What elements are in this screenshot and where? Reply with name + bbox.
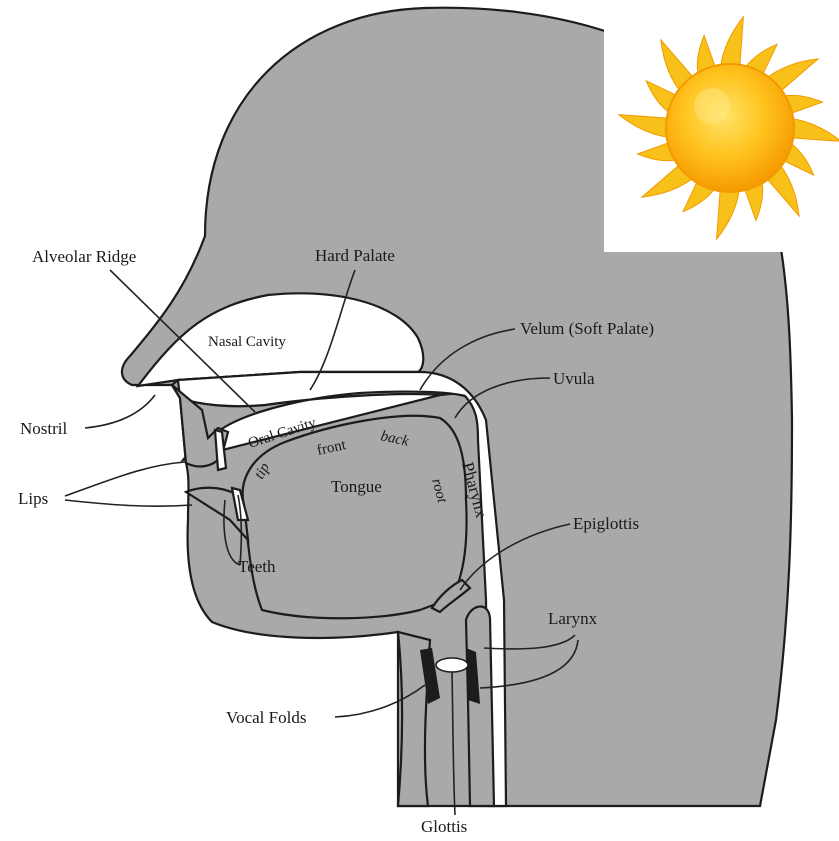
label-teeth: Teeth xyxy=(238,557,276,576)
leader-lips-lower xyxy=(65,500,192,506)
label-alveolar-ridge: Alveolar Ridge xyxy=(32,247,136,266)
label-uvula: Uvula xyxy=(553,369,595,388)
label-nasal-cavity: Nasal Cavity xyxy=(208,334,286,350)
label-tongue: Tongue xyxy=(331,477,382,496)
label-nostril: Nostril xyxy=(20,419,68,438)
label-epiglottis: Epiglottis xyxy=(573,514,639,533)
sun-icon xyxy=(604,0,839,252)
label-hard-palate: Hard Palate xyxy=(315,246,395,265)
label-velum: Velum (Soft Palate) xyxy=(520,319,654,338)
leader-nostril xyxy=(85,395,155,428)
sun-core xyxy=(666,64,794,192)
larynx-shape xyxy=(466,606,494,806)
sun-highlight xyxy=(694,88,730,124)
tongue-shape xyxy=(243,416,467,618)
label-lips: Lips xyxy=(18,489,48,508)
label-vocal-folds: Vocal Folds xyxy=(226,708,306,727)
glottis-opening xyxy=(436,658,468,672)
leader-lips-upper xyxy=(65,462,185,496)
label-glottis: Glottis xyxy=(421,817,467,836)
label-larynx: Larynx xyxy=(548,609,598,628)
